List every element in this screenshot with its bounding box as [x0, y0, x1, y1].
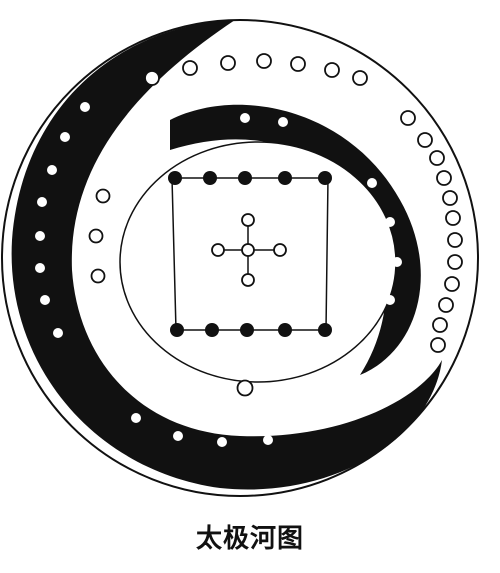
filled-dot	[205, 323, 219, 337]
white-on-black-dot	[35, 231, 45, 241]
caption: 太极河图	[195, 524, 304, 554]
open-dot	[430, 337, 446, 353]
filled-dot	[278, 323, 292, 337]
white-on-black-dot	[278, 117, 288, 127]
filled-dot	[240, 323, 254, 337]
open-dot	[211, 243, 225, 257]
open-dot	[90, 268, 106, 284]
open-dot	[256, 53, 272, 69]
inner-black-crescent	[170, 104, 421, 375]
open-dot	[324, 62, 340, 78]
white-on-black-dot	[60, 132, 70, 142]
open-dot	[220, 55, 236, 71]
white-on-black-dot	[263, 435, 273, 445]
open-dot	[445, 210, 461, 226]
open-dot	[290, 56, 306, 72]
white-on-black-dot	[35, 263, 45, 273]
white-on-black-dot	[217, 437, 227, 447]
white-on-black-dot	[47, 165, 57, 175]
open-dot	[447, 254, 463, 270]
open-dot	[95, 188, 111, 204]
taiji-hetu-diagram	[1, 19, 479, 497]
open-dot	[352, 70, 368, 86]
white-on-black-dot	[37, 197, 47, 207]
open-dot	[436, 170, 452, 186]
open-dot	[241, 273, 255, 287]
white-on-black-dot	[131, 413, 141, 423]
open-dot	[417, 132, 433, 148]
white-on-black-dot	[53, 328, 63, 338]
filled-dot	[278, 171, 292, 185]
white-on-black-dot	[240, 113, 250, 123]
white-on-black-dot	[340, 393, 350, 403]
white-on-black-dot	[80, 102, 90, 112]
filled-dot	[168, 171, 182, 185]
white-on-black-dot	[367, 178, 377, 188]
dot-layer	[35, 53, 463, 447]
open-dot	[182, 60, 198, 76]
white-on-black-dot	[385, 217, 395, 227]
open-dot	[236, 379, 254, 397]
open-dot	[273, 243, 287, 257]
filled-dot	[203, 171, 217, 185]
open-dot	[429, 150, 445, 166]
open-dot	[241, 213, 255, 227]
open-dot	[144, 70, 160, 86]
filled-dot	[170, 323, 184, 337]
white-on-black-dot	[385, 295, 395, 305]
white-on-black-dot	[392, 257, 402, 267]
white-on-black-dot	[173, 431, 183, 441]
filled-dot	[318, 171, 332, 185]
open-dot	[438, 297, 454, 313]
open-dot	[447, 232, 463, 248]
open-dot	[88, 228, 104, 244]
open-dot	[444, 276, 460, 292]
open-dot	[442, 190, 458, 206]
white-on-black-dot	[40, 295, 50, 305]
open-dot	[241, 243, 255, 257]
filled-dot	[238, 171, 252, 185]
open-dot	[432, 317, 448, 333]
open-dot	[400, 110, 416, 126]
white-on-black-dot	[307, 420, 317, 430]
filled-dot	[318, 323, 332, 337]
